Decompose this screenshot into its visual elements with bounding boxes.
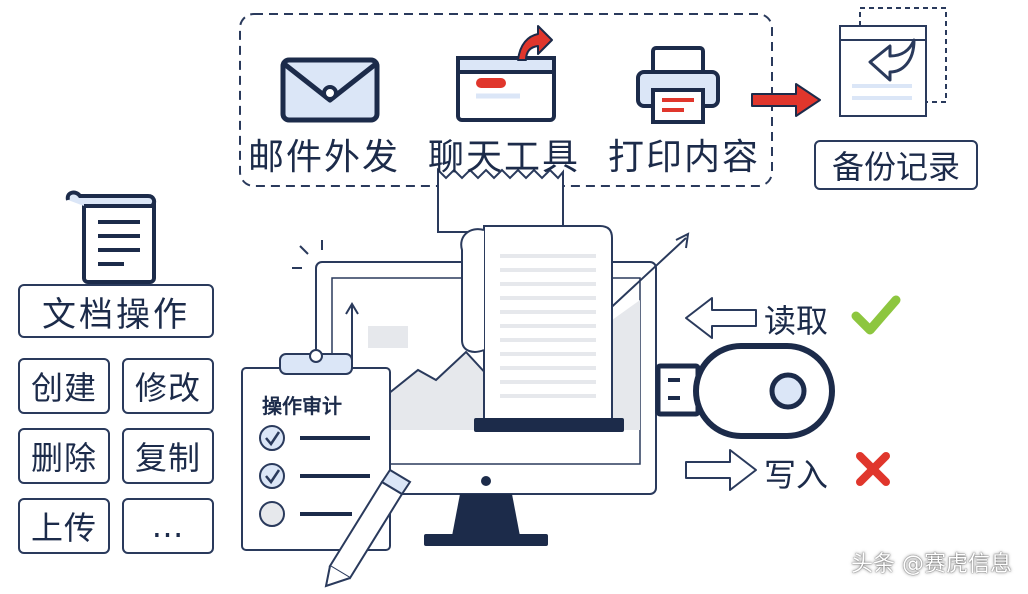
chat-window-icon: [456, 56, 556, 122]
audit-clipboard-icon: [241, 349, 391, 551]
usb-drive-icon: [655, 343, 835, 439]
backup-arrow-icon: [751, 83, 821, 117]
backup-record-box: 备份记录: [814, 140, 978, 190]
email-channel-label: 邮件外发: [248, 137, 401, 178]
pencil-icon: [324, 468, 412, 588]
read-label: 读取: [764, 302, 829, 340]
read-arrow-icon: [685, 297, 757, 339]
op-more: …: [122, 498, 214, 554]
backup-record-icon: [839, 7, 947, 117]
watermark-text: 头条 @赛虎信息: [851, 552, 1012, 577]
sparkle-icon: [292, 240, 323, 269]
document-operations-title: 文档操作: [18, 284, 214, 338]
audit-title: 操作审计: [262, 394, 342, 418]
op-modify: 修改: [122, 358, 214, 414]
envelope-icon: [280, 57, 380, 123]
check-icon: [851, 295, 901, 335]
upload-arrow-icon: [517, 25, 553, 61]
receipt-strip: [437, 167, 564, 233]
document-stack-icon: [65, 190, 157, 284]
print-channel-label: 打印内容: [608, 137, 761, 178]
report-scroll-icon: [460, 225, 624, 432]
op-copy: 复制: [122, 428, 214, 484]
write-arrow-icon: [685, 449, 757, 491]
cross-icon: [856, 452, 890, 486]
op-create: 创建: [18, 358, 110, 414]
chat-channel-label: 聊天工具: [428, 137, 581, 178]
write-label: 写入: [764, 456, 829, 494]
op-upload: 上传: [18, 498, 110, 554]
op-delete: 删除: [18, 428, 110, 484]
printer-icon: [636, 46, 720, 124]
